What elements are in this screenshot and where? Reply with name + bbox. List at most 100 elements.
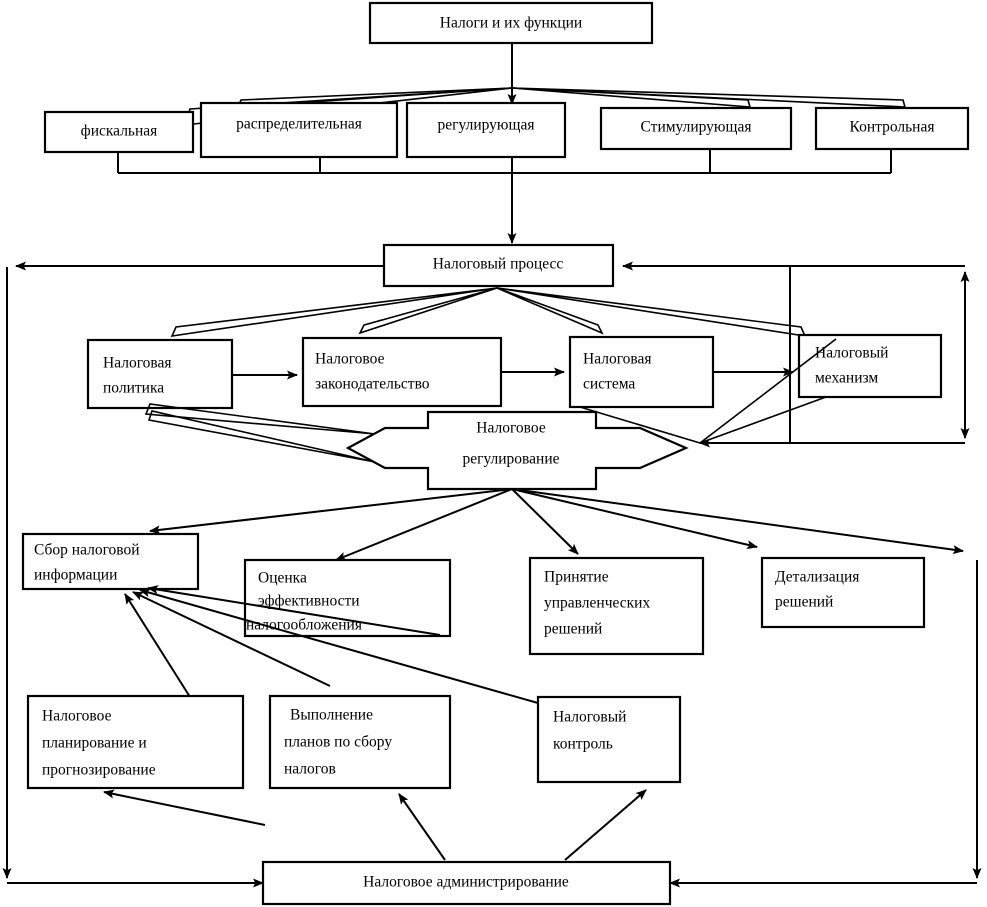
feedback-rails [2, 261, 982, 888]
link-footer-to-control [564, 789, 647, 861]
node-box [599, 106, 793, 151]
node-box [43, 110, 195, 154]
node-management-decisions[interactable]: Принятие управленческих решений [528, 556, 705, 656]
link-regulation-up-right [699, 338, 837, 444]
link-to-assess [335, 488, 513, 561]
link-to-controlling [511, 87, 907, 108]
links-process-to-mechanism [170, 287, 807, 338]
node-detail-decisions[interactable]: Детализация решений [760, 556, 926, 629]
node-label: Налоговое администрирование [363, 874, 569, 891]
node-tax-regulation[interactable]: Налоговое регулирование [345, 410, 689, 491]
node-tax-administration[interactable]: Налоговое администрирование [261, 860, 672, 906]
node-box [528, 556, 705, 656]
link-regulation-to-policy-lower [147, 410, 375, 462]
node-box [243, 558, 452, 638]
link-assess-to-collect [147, 585, 441, 636]
node-box [301, 336, 503, 408]
node-label-line-3: прогнозирование [42, 762, 156, 779]
node-label-line-1: Принятие [544, 569, 609, 586]
node-box [21, 532, 200, 591]
node-label: Стимулирующая [641, 119, 752, 136]
node-tax-mechanism[interactable]: Налоговый механизм [797, 333, 943, 399]
links-regulation-sides [144, 338, 837, 462]
node-label-line-2: механизм [815, 370, 878, 387]
node-box [268, 694, 452, 790]
link-to-detail [511, 488, 758, 550]
node-label: фискальная [81, 123, 158, 140]
node-label-line-2: информации [34, 567, 117, 584]
node-box [760, 556, 926, 629]
link-regulation-to-system-line [579, 406, 701, 444]
node-label-line-2: политика [103, 380, 164, 397]
links-footer [103, 789, 647, 861]
node-label-line-2: планирование и [42, 735, 147, 752]
node-label-line-2: контроль [553, 736, 613, 753]
node-label-line-1: Сбор налоговой [34, 542, 140, 559]
node-label-line-2: решений [775, 594, 833, 611]
node-label-line-2: система [583, 376, 635, 393]
node-label-line-2: управленческих [544, 595, 650, 612]
node-label: Контрольная [850, 119, 935, 136]
node-label-line-2: эффективности [258, 593, 360, 610]
node-box [797, 333, 943, 399]
link-regulation-to-mechanism [699, 396, 827, 444]
node-shape [345, 410, 689, 491]
links-mechanism-chain [232, 367, 794, 380]
links-functions-bus [117, 149, 892, 244]
link-execution-to-collect [132, 591, 331, 687]
node-plan-execution[interactable]: Выполнение планов по сбору налогов [268, 694, 452, 790]
node-fiscal[interactable]: фискальная [43, 110, 195, 154]
links-into-collect-info [124, 585, 546, 706]
node-tax-policy[interactable]: Налоговая политика [86, 338, 234, 410]
node-label: регулирующая [438, 117, 535, 134]
node-label-line-1: Налоговая [583, 351, 652, 368]
node-box [536, 695, 682, 784]
node-label-line-1: Детализация [775, 569, 859, 586]
node-tax-control[interactable]: Налоговый контроль [536, 695, 682, 784]
node-box [199, 101, 399, 159]
link-footer-to-execution [398, 793, 446, 861]
node-label-line-1: Налоговая [103, 355, 172, 372]
link-process-to-mechanism [496, 287, 807, 338]
node-box [86, 338, 234, 410]
node-label-line-3: решений [544, 621, 602, 638]
link-regulation-to-policy-upper [144, 403, 375, 434]
links-regulation-to-activities [149, 488, 964, 561]
link-process-to-legislation [358, 287, 498, 335]
node-tax-planning[interactable]: Налоговое планирование и прогнозирование [26, 694, 245, 790]
node-label-line-1: Налоговое [315, 351, 385, 368]
node-tax-process[interactable]: Налоговый процесс [382, 243, 615, 288]
node-label-line-2: законодательство [315, 376, 430, 393]
node-label-line-1: Налоговое [476, 420, 546, 437]
link-process-to-policy [170, 287, 498, 338]
node-label: Налоги и их функции [440, 15, 582, 32]
node-collect-tax-info[interactable]: Сбор налоговой информации [21, 532, 200, 591]
node-taxes-and-functions[interactable]: Налоги и их функции [368, 1, 654, 45]
node-box [405, 101, 567, 159]
node-label-line-1: Выполнение [290, 707, 373, 724]
link-to-decisions [511, 488, 579, 555]
link-to-right-rail [511, 488, 964, 555]
node-distributive[interactable]: распределительная [199, 101, 399, 159]
link-to-collect-info [149, 488, 513, 535]
node-label-line-1: Налоговое [42, 708, 112, 725]
node-box [814, 106, 970, 151]
node-box [368, 1, 654, 45]
link-planning-to-collect [124, 593, 191, 698]
node-assess-effectiveness[interactable]: Оценка эффективности налогообложения [243, 558, 452, 638]
link-control-to-collect [139, 588, 546, 706]
node-label-line-2: планов по сбору [284, 734, 392, 751]
node-tax-legislation[interactable]: Налоговое законодательство [301, 336, 503, 408]
node-tax-system[interactable]: Налоговая система [568, 335, 715, 409]
node-label-line-1: Налоговый [815, 345, 888, 362]
node-box [568, 335, 715, 409]
node-label-line-3: налогов [284, 761, 336, 778]
node-regulating[interactable]: регулирующая [405, 101, 567, 159]
node-label-line-1: Оценка [258, 570, 307, 587]
node-stimulating[interactable]: Стимулирующая [599, 106, 793, 151]
node-label: Налоговый процесс [433, 256, 564, 273]
node-label: распределительная [236, 116, 362, 133]
node-controlling[interactable]: Контрольная [814, 106, 970, 151]
